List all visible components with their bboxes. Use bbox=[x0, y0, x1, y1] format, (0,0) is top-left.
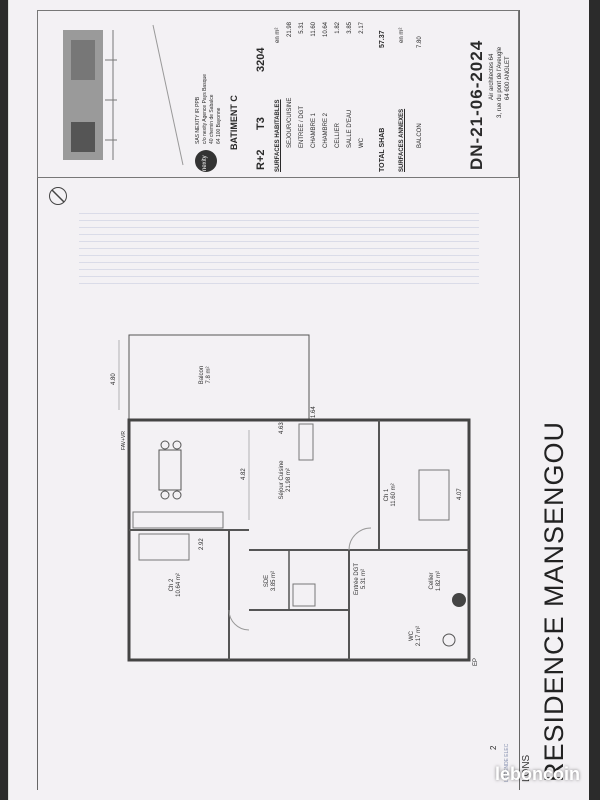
dim-living: 4.82 bbox=[241, 468, 247, 480]
type-label: T3 bbox=[255, 117, 267, 130]
dim-balcony: 4.80 bbox=[111, 373, 117, 385]
architect-name: Air architectes 64 bbox=[489, 53, 495, 100]
dim-ch1: 4.07 bbox=[457, 488, 463, 500]
dim-ch2: 2.92 bbox=[199, 538, 205, 550]
surface-row-label: WC bbox=[359, 138, 365, 148]
entry-tag: EP bbox=[473, 657, 479, 666]
surface-row-value: 3.85 bbox=[347, 22, 353, 34]
frame-bottom bbox=[519, 10, 520, 790]
architect-address: 3, rue du pont de l'Aveugle bbox=[497, 46, 503, 118]
leboncoin-watermark: leboncoin bbox=[495, 764, 580, 784]
surface-row-value: 1.82 bbox=[335, 22, 341, 34]
promoter-line3: 40 chemin de Sabalce bbox=[209, 94, 215, 144]
document-sheet: RESIDENCE MANSENGOU LONS LEGENDE ELEC BA… bbox=[8, 0, 589, 800]
promoter-line4: 64 100 Bayonne bbox=[216, 107, 222, 144]
surface-row: CHAMBRE 2 10.64 bbox=[323, 22, 329, 172]
surface-row-value: 11.60 bbox=[311, 22, 317, 37]
surface-row-value: 2.17 bbox=[359, 22, 365, 34]
surface-row: CHAMBRE 1 11.60 bbox=[311, 22, 317, 172]
surfaces-table: SURFACES HABITABLES en m² SEJOUR/CUISINE… bbox=[275, 12, 455, 178]
surface-row: WC 2.17 bbox=[359, 22, 365, 172]
surface-row: ENTREE / DGT 5.31 bbox=[299, 22, 305, 172]
page-number: 2 bbox=[489, 745, 498, 750]
floor-plan-drawing bbox=[118, 334, 471, 662]
notes-block bbox=[79, 210, 479, 290]
window-tag: FAV+VR bbox=[121, 431, 127, 450]
surface-row: SALLE D'EAU 3.85 bbox=[347, 22, 353, 172]
surface-row-label: CELLIER bbox=[335, 122, 341, 148]
nexity-logo: nexity bbox=[195, 150, 217, 172]
surfaces-heading: SURFACES HABITABLES bbox=[275, 99, 281, 172]
building-label: BATIMENT C bbox=[229, 95, 239, 150]
promoter-line2: c/o nexity Agence Pays Basque bbox=[202, 73, 208, 144]
surface-row-label: SALLE D'EAU bbox=[347, 109, 353, 148]
surface-row-value: 5.31 bbox=[299, 22, 305, 34]
annexes-unit: en m² bbox=[399, 27, 405, 43]
balcony-value: 7.80 bbox=[417, 36, 423, 48]
surface-row: SEJOUR/CUISINE 21.98 bbox=[287, 22, 293, 172]
lot-number: 3204 bbox=[255, 47, 267, 72]
total-label: TOTAL SHAB bbox=[379, 127, 386, 172]
surfaces-unit: en m² bbox=[275, 27, 281, 43]
surface-row-value: 21.98 bbox=[287, 22, 293, 38]
balcony-label: BALCON bbox=[417, 123, 423, 148]
architect-city: 64 600 ANGLET bbox=[505, 56, 511, 100]
surface-row-label: SEJOUR/CUISINE bbox=[287, 97, 293, 148]
revision-date: DN-21-06-2024 bbox=[467, 39, 486, 170]
dim-balcony-side: 1.64 bbox=[311, 406, 317, 418]
promoter-company: SAS NEXITY IR PPB bbox=[195, 96, 201, 144]
surface-row-value: 10.64 bbox=[323, 22, 329, 38]
building-key-plan bbox=[43, 20, 193, 170]
north-arrow-icon bbox=[49, 187, 67, 205]
floor-plan-document: RESIDENCE MANSENGOU LONS LEGENDE ELEC BA… bbox=[19, 10, 579, 790]
annexes-heading: SURFACES ANNEXES bbox=[399, 108, 405, 172]
surface-row-label: CHAMBRE 2 bbox=[323, 112, 329, 148]
surface-row-label: ENTREE / DGT bbox=[299, 105, 305, 148]
total-value: 57.37 bbox=[379, 30, 386, 48]
level-label: R+2 bbox=[255, 149, 267, 171]
surface-row: CELLIER 1.82 bbox=[335, 22, 341, 172]
dim-depth: 4.63 bbox=[279, 422, 285, 434]
page-title: RESIDENCE MANSENGOU bbox=[539, 420, 569, 782]
surface-row-label: CHAMBRE 1 bbox=[311, 112, 317, 148]
nexity-logo-text: nexity bbox=[202, 155, 208, 171]
